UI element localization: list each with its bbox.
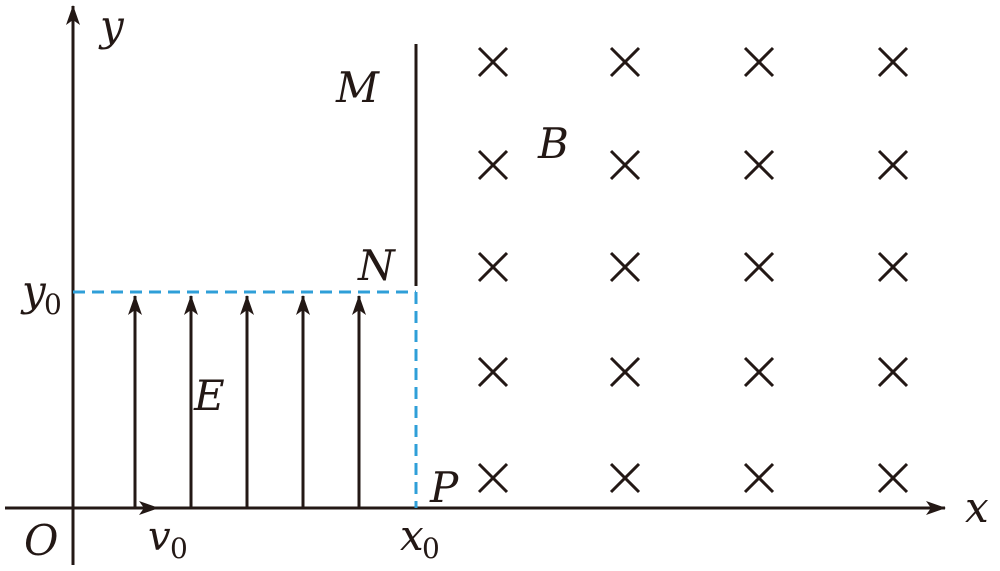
- magnetic-field-cross: [477, 46, 509, 78]
- magnetic-field-cross: [609, 356, 641, 388]
- magnetic-field-cross: [609, 149, 641, 181]
- magnetic-field-crosses: [477, 46, 909, 494]
- magnetic-field-cross: [743, 356, 775, 388]
- magnetic-field-cross: [609, 251, 641, 283]
- y0-subscript: 0: [44, 288, 62, 321]
- magnetic-field-cross: [477, 251, 509, 283]
- magnetic-field-cross: [477, 149, 509, 181]
- magnetic-field-cross: [743, 149, 775, 181]
- origin-label: O: [24, 516, 58, 565]
- x0-label: x: [400, 511, 424, 560]
- label-p: P: [429, 463, 459, 512]
- magnetic-field-cross: [877, 356, 909, 388]
- magnetic-field-cross: [743, 462, 775, 494]
- label-b: B: [537, 119, 569, 168]
- magnetic-field-cross: [609, 462, 641, 494]
- velocity-label: v: [148, 514, 171, 560]
- x0-subscript: 0: [422, 532, 440, 565]
- label-n: N: [357, 241, 396, 290]
- label-m: M: [335, 63, 380, 112]
- magnetic-field-cross: [877, 149, 909, 181]
- magnetic-field-cross: [743, 251, 775, 283]
- magnetic-field-cross: [877, 46, 909, 78]
- velocity-subscript: 0: [170, 532, 188, 565]
- x-axis-label: x: [965, 483, 989, 532]
- electric-field-arrows: [128, 295, 366, 508]
- y0-label: y: [20, 266, 47, 315]
- magnetic-field-cross: [743, 46, 775, 78]
- magnetic-field-cross: [609, 46, 641, 78]
- magnetic-field-cross: [877, 251, 909, 283]
- magnetic-field-cross: [477, 356, 509, 388]
- y-axis-label: y: [98, 1, 125, 50]
- label-e: E: [193, 371, 225, 420]
- magnetic-field-cross: [877, 462, 909, 494]
- magnetic-field-cross: [477, 462, 509, 494]
